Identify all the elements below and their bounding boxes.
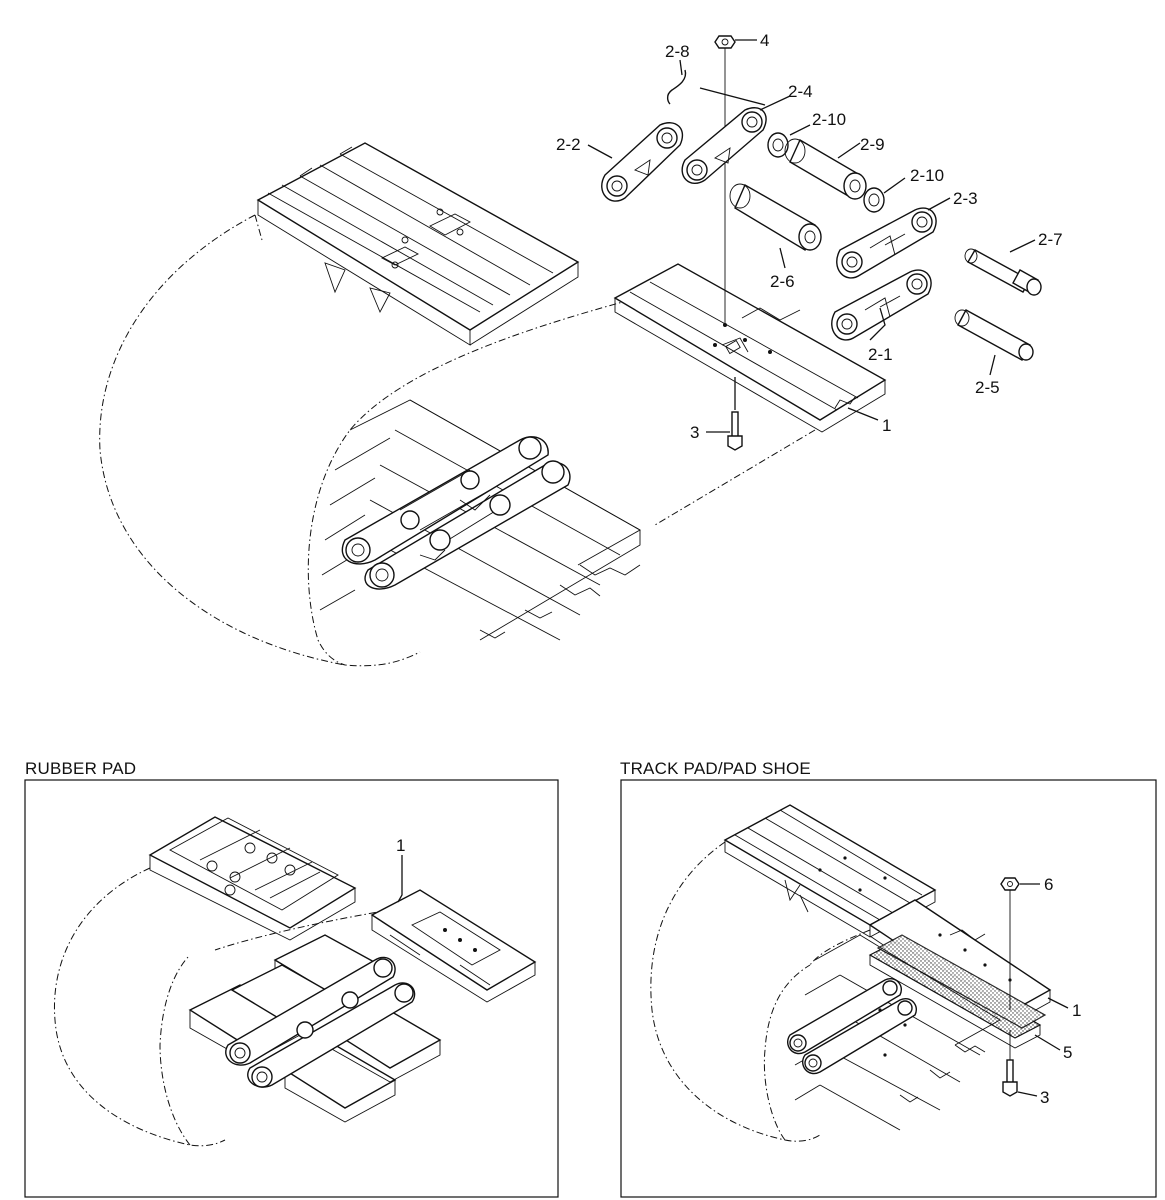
callout-2-5: 2-5 xyxy=(975,378,1000,397)
pin-part-2-5[interactable] xyxy=(954,309,1034,361)
track-pad-callout-6: 6 xyxy=(1044,875,1053,894)
callout-2-9: 2-9 xyxy=(860,135,885,154)
callout-4: 4 xyxy=(760,31,769,50)
seal-part-2-10-a[interactable] xyxy=(767,132,789,158)
rubber-block-top xyxy=(148,816,357,941)
track-pad-callout-5: 5 xyxy=(1063,1043,1072,1062)
link-part-2-1[interactable] xyxy=(831,269,932,341)
main-track-view: 4 2-8 2-4 2-10 2-2 2-9 2-10 2-3 2-7 2-6 … xyxy=(99,31,1063,667)
rubber-pad-callout-1: 1 xyxy=(396,836,405,855)
link-part-2-2[interactable] xyxy=(601,122,684,202)
callout-2-10-b: 2-10 xyxy=(910,166,944,185)
rubber-pad-frame xyxy=(24,779,559,1198)
rubber-pads-bottom xyxy=(188,934,442,1123)
bushing-part-2-6[interactable] xyxy=(729,183,822,252)
callout-2-10-a: 2-10 xyxy=(812,110,846,129)
rubber-pad-part-1[interactable] xyxy=(370,889,537,1003)
bushing-part-2-9[interactable] xyxy=(784,138,867,200)
top-track-shoes xyxy=(256,142,580,346)
rubber-pad-leader xyxy=(397,855,403,903)
pin-part-2-8[interactable] xyxy=(666,69,687,105)
callout-1: 1 xyxy=(882,416,891,435)
link-part-2-3[interactable] xyxy=(836,207,937,279)
callout-2-2: 2-2 xyxy=(556,135,581,154)
nut-part-4[interactable] xyxy=(714,35,736,49)
nut-part-6[interactable] xyxy=(1000,877,1020,891)
track-pad-part-5[interactable] xyxy=(868,934,1047,1049)
track-shoe-part-1[interactable] xyxy=(613,263,887,433)
track-pad-frame xyxy=(620,779,1157,1198)
rubber-pad-inset: RUBBER PAD xyxy=(24,759,559,1198)
rubber-pad-chain xyxy=(225,956,416,1088)
callout-2-6: 2-6 xyxy=(770,272,795,291)
track-pad-callout-3: 3 xyxy=(1040,1088,1049,1107)
track-pad-bolt-part-3[interactable] xyxy=(1002,1059,1018,1097)
callout-2-4: 2-4 xyxy=(788,82,813,101)
track-pad-inset: TRACK PAD/PAD SHOE xyxy=(620,759,1157,1198)
leader-lines xyxy=(587,39,1036,433)
link-part-2-4[interactable] xyxy=(681,107,767,185)
callout-2-1: 2-1 xyxy=(868,345,893,364)
rubber-pad-title: RUBBER PAD xyxy=(25,759,136,778)
track-pad-title: TRACK PAD/PAD SHOE xyxy=(620,759,811,778)
callout-2-3: 2-3 xyxy=(953,189,978,208)
track-chain-assembly xyxy=(341,436,571,590)
callout-3: 3 xyxy=(690,423,699,442)
track-pad-callout-1: 1 xyxy=(1072,1001,1081,1020)
track-pad-top-shoes xyxy=(723,804,937,938)
callout-2-7: 2-7 xyxy=(1038,230,1063,249)
leader-3 xyxy=(1017,1091,1038,1097)
callout-2-8: 2-8 xyxy=(665,42,690,61)
seal-part-2-10-b[interactable] xyxy=(863,187,885,213)
leader-5 xyxy=(1034,1034,1061,1051)
leader-1 xyxy=(1047,997,1069,1009)
pin-part-2-7[interactable] xyxy=(964,248,1042,296)
bolt-part-3[interactable] xyxy=(727,411,743,451)
track-pad-chain xyxy=(787,978,917,1075)
